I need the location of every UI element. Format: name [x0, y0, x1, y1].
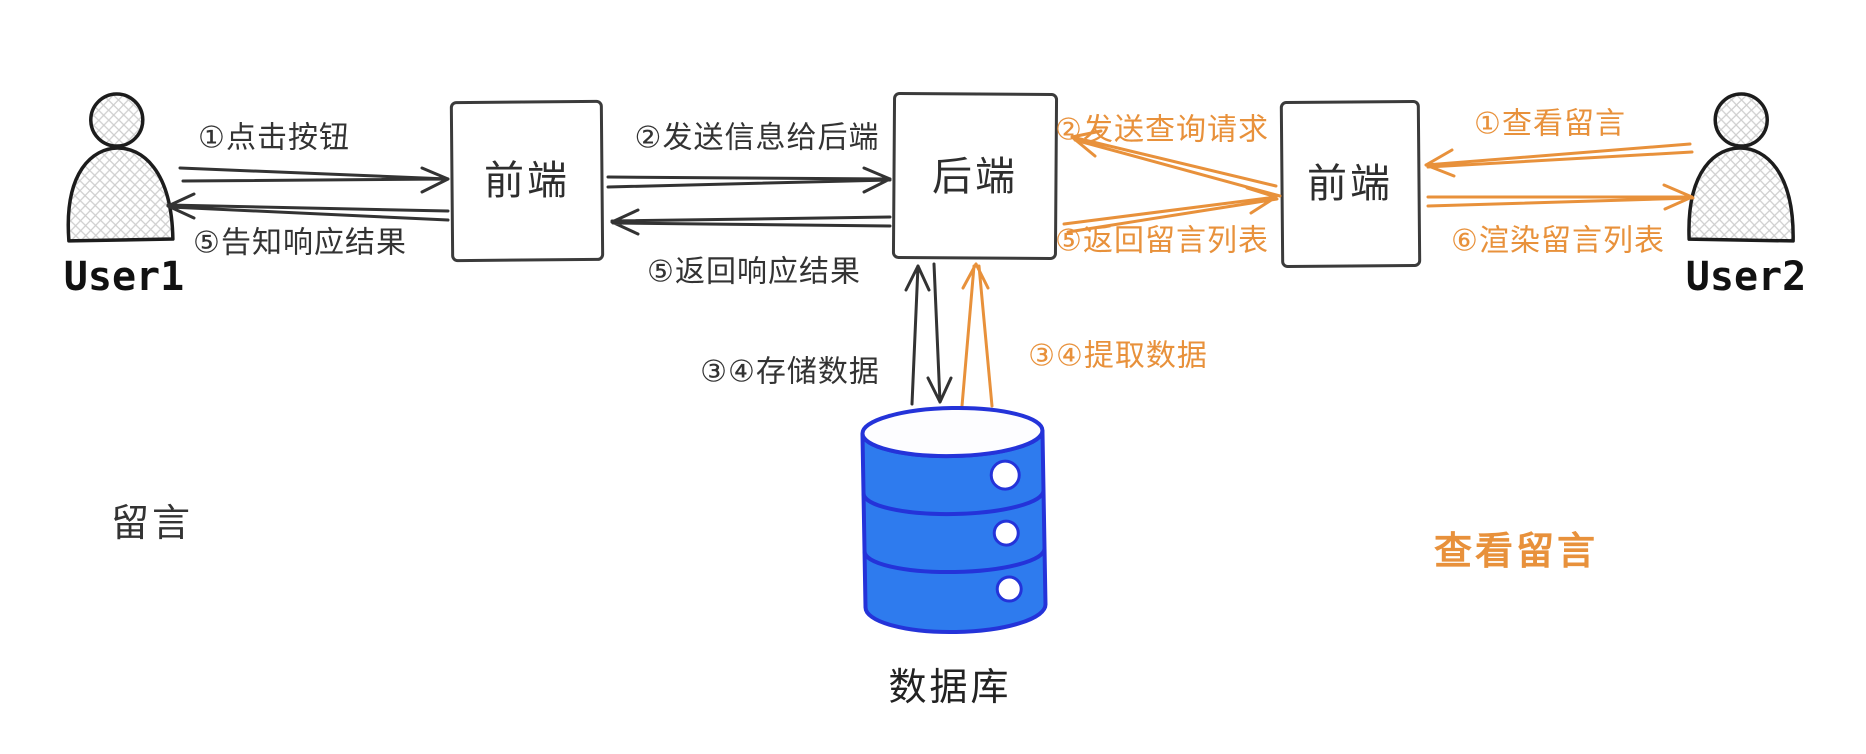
database-icon	[860, 405, 1048, 635]
label-step-return-list: ⑤返回留言列表	[1055, 223, 1269, 259]
label-step-notify-result: ⑤告知响应结果	[193, 225, 407, 261]
frontend-right-box	[1279, 99, 1422, 269]
arrow-notify-result	[166, 192, 450, 222]
arrow-view-messages	[1424, 142, 1694, 178]
database-label: 数据库	[888, 665, 1012, 710]
arrow-click-button	[178, 166, 450, 194]
frontend-left-box	[449, 99, 605, 263]
backend-box	[891, 91, 1059, 261]
user2-label: User2	[1685, 254, 1807, 300]
frontend-left-label: 前端	[484, 158, 570, 204]
user1-label: User1	[63, 254, 185, 300]
frontend-right-label: 前端	[1307, 161, 1393, 207]
backend-label: 后端	[932, 154, 1018, 200]
label-step-send-query: ②发送查询请求	[1055, 112, 1269, 148]
label-step-click-button: ①点击按钮	[198, 120, 350, 156]
label-step-store-data: ③④存储数据	[700, 354, 880, 390]
arrow-fetch-data	[960, 262, 994, 408]
arrow-send-to-backend	[606, 166, 892, 194]
label-step-render-list: ⑥渲染留言列表	[1451, 223, 1665, 259]
user1-person-icon	[66, 92, 175, 243]
label-step-view-messages: ①查看留言	[1474, 106, 1626, 142]
label-step-send-to-backend: ②发送信息给后端	[634, 120, 880, 156]
arrow-render-list	[1426, 183, 1695, 211]
post-message-flow-title: 留言	[110, 501, 194, 546]
arrow-return-list	[1062, 186, 1279, 234]
arrow-send-query	[1070, 129, 1282, 198]
label-step-return-response: ⑤返回响应结果	[647, 254, 861, 290]
view-message-flow-title: 查看留言	[1433, 529, 1599, 574]
arrow-store-data-down	[926, 262, 953, 404]
user2-person-icon	[1687, 92, 1795, 243]
arrow-store-data-up	[904, 264, 931, 406]
arrow-return-response	[610, 208, 892, 236]
label-step-fetch-data: ③④提取数据	[1028, 338, 1208, 374]
